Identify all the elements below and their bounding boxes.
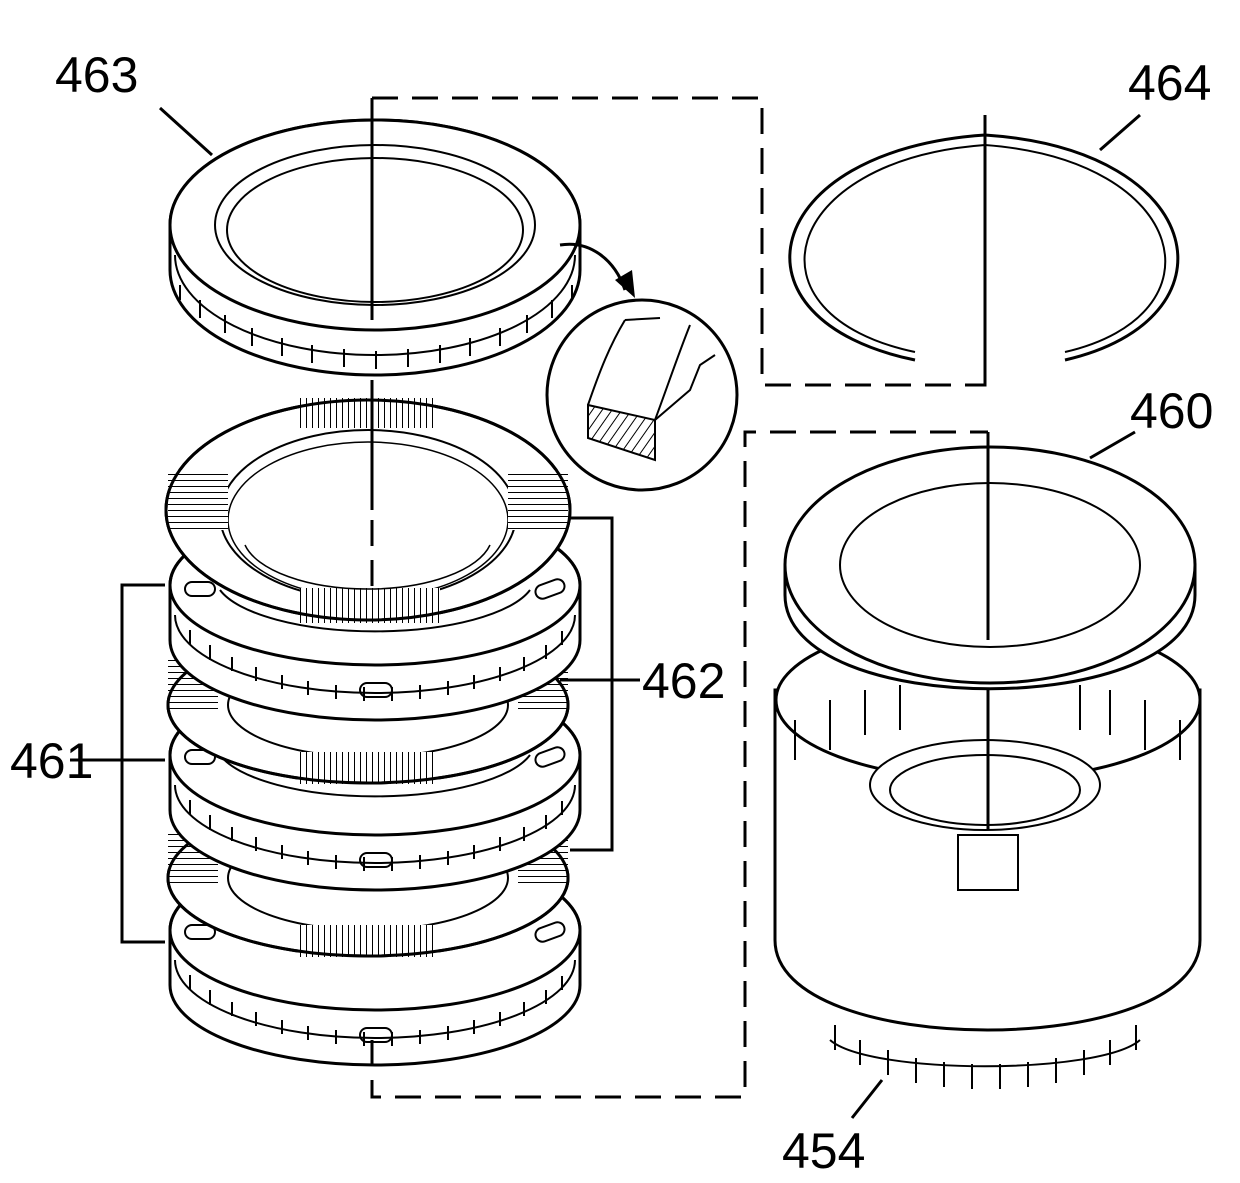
callout-460: 460 xyxy=(1130,383,1213,439)
leader-464 xyxy=(1099,113,1141,152)
callout-464: 464 xyxy=(1128,55,1211,111)
bracket-461 xyxy=(120,583,165,944)
arrow-head xyxy=(615,270,635,298)
callout-463: 463 xyxy=(55,47,138,103)
bracket-462 xyxy=(570,516,614,852)
leader-454 xyxy=(850,1079,884,1119)
friction-plate-top xyxy=(164,398,572,623)
callout-461: 461 xyxy=(10,733,93,789)
connector-stack-housing xyxy=(370,430,988,1099)
connector-463-464 xyxy=(372,96,987,387)
callout-454: 454 xyxy=(782,1123,865,1179)
callout-462: 462 xyxy=(642,653,725,709)
backing-plate-463 xyxy=(168,118,582,377)
leader-460 xyxy=(1089,430,1136,460)
pressure-plate-460 xyxy=(783,445,1197,691)
detail-magnifier xyxy=(545,298,739,492)
leader-463 xyxy=(158,106,214,157)
